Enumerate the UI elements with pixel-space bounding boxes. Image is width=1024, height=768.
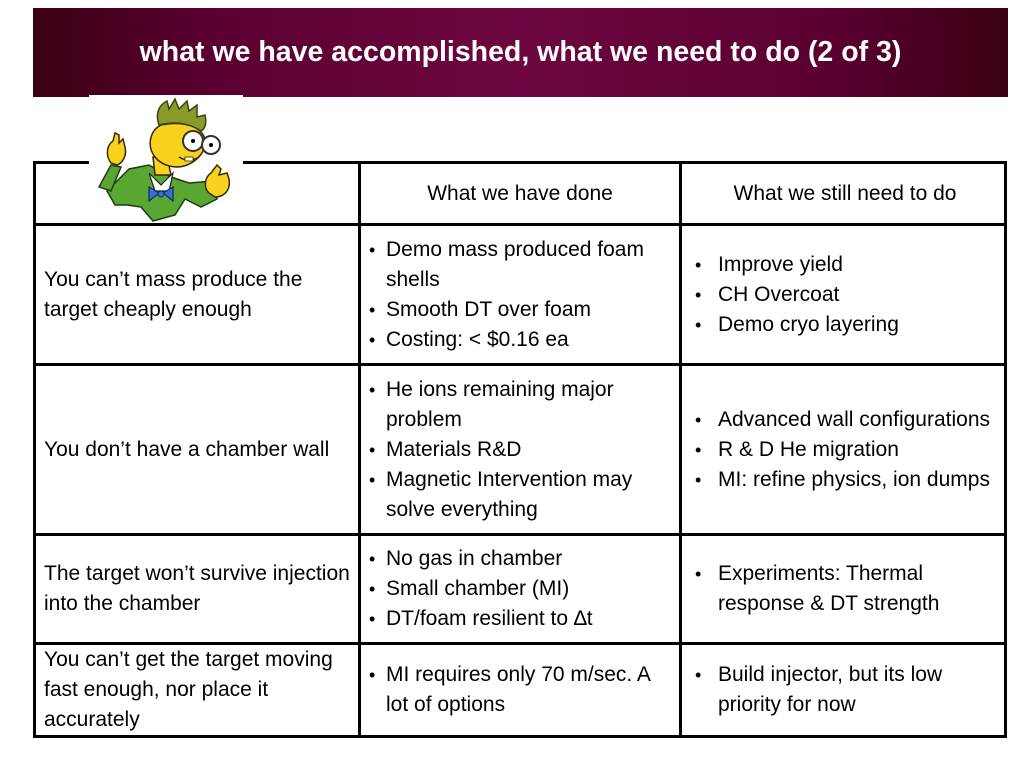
comparison-table: What we have done What we still need to … bbox=[33, 161, 1007, 738]
list-item: CH Overcoat bbox=[692, 280, 998, 310]
list-item: Demo cryo layering bbox=[692, 310, 998, 340]
list-item: DT/foam resilient to ∆t bbox=[367, 604, 673, 634]
list-item: Demo mass produced foam shells bbox=[367, 235, 673, 295]
list-item: R & D He migration bbox=[692, 435, 998, 465]
list-item: Small chamber (MI) bbox=[367, 574, 673, 604]
todo-cell: Advanced wall configurations R & D He mi… bbox=[679, 363, 1007, 536]
problem-cell: You can’t get the target moving fast eno… bbox=[33, 642, 361, 738]
list-item: Improve yield bbox=[692, 250, 998, 280]
list-item: Materials R&D bbox=[367, 435, 673, 465]
header-cell-done: What we have done bbox=[358, 161, 682, 226]
title-bar: what we have accomplished, what we need … bbox=[33, 8, 1008, 97]
list-item: MI requires only 70 m/sec. A lot of opti… bbox=[367, 660, 673, 720]
slide-title: what we have accomplished, what we need … bbox=[139, 36, 902, 68]
todo-cell: Improve yield CH Overcoat Demo cryo laye… bbox=[679, 223, 1007, 366]
table-row: You can’t mass produce the target cheapl… bbox=[33, 223, 1007, 366]
list-item: Smooth DT over foam bbox=[367, 295, 673, 325]
table-row: The target won’t survive injection into … bbox=[33, 533, 1007, 645]
list-item: Experiments: Thermal response & DT stren… bbox=[692, 559, 998, 619]
list-item: He ions remaining major problem bbox=[367, 375, 673, 435]
cartoon-professor-icon bbox=[89, 95, 243, 223]
table-header-row: What we have done What we still need to … bbox=[33, 161, 1007, 226]
done-cell: Demo mass produced foam shells Smooth DT… bbox=[358, 223, 682, 366]
problem-cell: The target won’t survive injection into … bbox=[33, 533, 361, 645]
list-item: Advanced wall configurations bbox=[692, 405, 998, 435]
table-row: You can’t get the target moving fast eno… bbox=[33, 642, 1007, 738]
todo-cell: Build injector, but its low priority for… bbox=[679, 642, 1007, 738]
problem-cell: You don’t have a chamber wall bbox=[33, 363, 361, 536]
list-item: No gas in chamber bbox=[367, 544, 673, 574]
done-cell: He ions remaining major problem Material… bbox=[358, 363, 682, 536]
list-item: Build injector, but its low priority for… bbox=[692, 660, 998, 720]
done-cell: No gas in chamber Small chamber (MI) DT/… bbox=[358, 533, 682, 645]
list-item: Costing: < $0.16 ea bbox=[367, 325, 673, 355]
problem-cell: You can’t mass produce the target cheapl… bbox=[33, 223, 361, 366]
done-cell: MI requires only 70 m/sec. A lot of opti… bbox=[358, 642, 682, 738]
todo-cell: Experiments: Thermal response & DT stren… bbox=[679, 533, 1007, 645]
header-cell-todo: What we still need to do bbox=[679, 161, 1007, 226]
table-row: You don’t have a chamber wall He ions re… bbox=[33, 363, 1007, 536]
list-item: MI: refine physics, ion dumps bbox=[692, 465, 998, 495]
list-item: Magnetic Intervention may solve everythi… bbox=[367, 465, 673, 525]
